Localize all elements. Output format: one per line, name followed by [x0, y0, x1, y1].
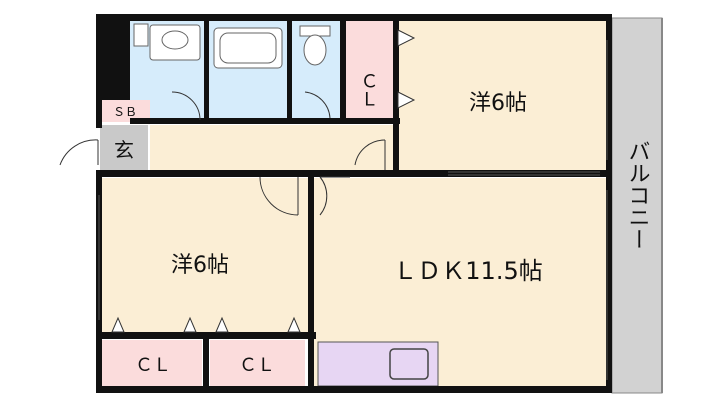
- western-room-1-floor: [398, 20, 608, 175]
- washbasin-bowl: [161, 30, 189, 50]
- closet-door-marks: [111, 29, 416, 333]
- kitchen-sink: [389, 348, 429, 380]
- entrance-floor: [100, 125, 148, 173]
- closet-bottom-right-floor: [210, 340, 305, 388]
- closet-top-floor: [345, 20, 393, 120]
- entrance-label: 玄: [114, 138, 134, 162]
- shoe-box-floor: [100, 100, 150, 122]
- shoe-box-label: ＳＢ: [113, 105, 137, 119]
- closet-bottom-left-label: ＣＬ: [135, 355, 171, 376]
- toilet-bowl: [303, 34, 327, 66]
- bathtub-inner: [219, 32, 277, 64]
- closet-bottom-left-floor: [102, 340, 202, 388]
- hallway-floor: [150, 125, 400, 175]
- closet-top-label: ＣＬ: [358, 72, 379, 108]
- ldk-label: ＬＤＫ11.5帖: [393, 257, 542, 285]
- door-swings: [59, 91, 386, 216]
- western-room-2-floor: [100, 178, 310, 336]
- bathtub: [213, 27, 283, 69]
- western-room-2-label: 洋6帖: [171, 253, 229, 278]
- windows: [98, 40, 608, 380]
- washbasin: [149, 24, 201, 61]
- western-room-1-label: 洋6帖: [469, 91, 527, 116]
- closet-bottom-right-label: ＣＬ: [239, 355, 275, 376]
- washing-machine-pan: [133, 23, 149, 47]
- balcony-label: バルコニー: [625, 140, 650, 250]
- balcony-area: [611, 17, 663, 394]
